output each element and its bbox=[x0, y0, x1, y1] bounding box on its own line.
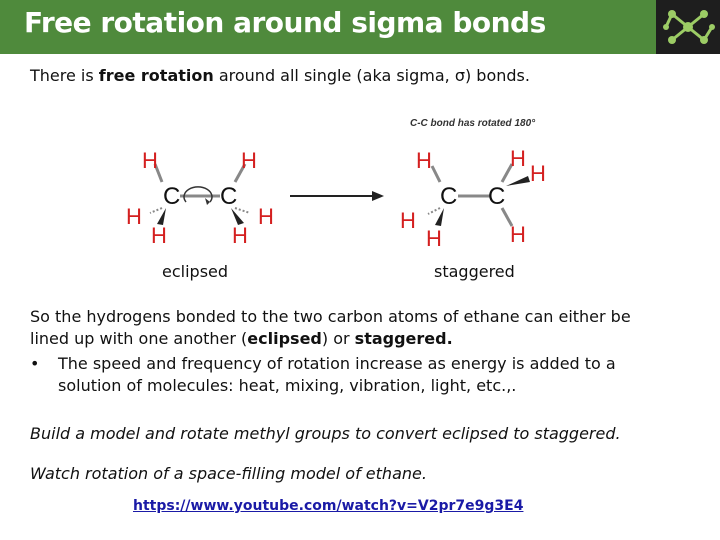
para-line-2: lined up with one another (eclipsed) or … bbox=[30, 329, 453, 348]
activity-instruction: Build a model and rotate methyl groups t… bbox=[30, 424, 621, 443]
bullet-item: • The speed and frequency of rotation in… bbox=[30, 353, 690, 397]
intro-text: There is free rotation around all single… bbox=[30, 66, 530, 85]
atom-c: C bbox=[440, 183, 457, 210]
atom-h: H bbox=[258, 204, 274, 229]
staggered-caption: staggered bbox=[434, 262, 515, 281]
rotation-note: C-C bond has rotated 180° bbox=[410, 118, 536, 129]
video-instruction: Watch rotation of a space-filling model … bbox=[30, 464, 427, 483]
atom-h: H bbox=[142, 148, 158, 173]
atom-c: C bbox=[488, 183, 505, 210]
right-arrow-icon bbox=[290, 191, 384, 201]
eclipsed-caption: eclipsed bbox=[162, 262, 229, 281]
atom-h: H bbox=[151, 223, 167, 248]
atom-c: C bbox=[220, 183, 237, 210]
atom-h: H bbox=[530, 161, 546, 186]
atom-h: H bbox=[126, 204, 142, 229]
bullet-line-2: solution of molecules: heat, mixing, vib… bbox=[58, 376, 517, 395]
slide-title: Free rotation around sigma bonds bbox=[24, 6, 546, 39]
para-line-1: So the hydrogens bonded to the two carbo… bbox=[30, 307, 631, 326]
atom-h: H bbox=[232, 223, 248, 248]
explanation-paragraph: So the hydrogens bonded to the two carbo… bbox=[30, 306, 670, 350]
staggered-molecule: H H H C C H H H bbox=[400, 146, 546, 251]
youtube-link[interactable]: https://www.youtube.com/watch?v=V2pr7e9g… bbox=[133, 498, 524, 514]
bullet-symbol: • bbox=[30, 354, 40, 373]
atom-h: H bbox=[416, 148, 432, 173]
atom-h: H bbox=[510, 146, 526, 171]
atom-h: H bbox=[241, 148, 257, 173]
atom-c: C bbox=[163, 183, 180, 210]
molecule-network-icon bbox=[656, 0, 720, 54]
bullet-line-1: The speed and frequency of rotation incr… bbox=[58, 354, 616, 373]
atom-h: H bbox=[426, 226, 442, 251]
title-bar bbox=[0, 0, 720, 54]
atom-h: H bbox=[400, 208, 416, 233]
ethane-rotation-figure: H H C C H H H H C-C bond has rotated 180… bbox=[126, 118, 546, 251]
atom-h: H bbox=[510, 222, 526, 247]
eclipsed-molecule: H H C C H H H H bbox=[126, 148, 274, 248]
